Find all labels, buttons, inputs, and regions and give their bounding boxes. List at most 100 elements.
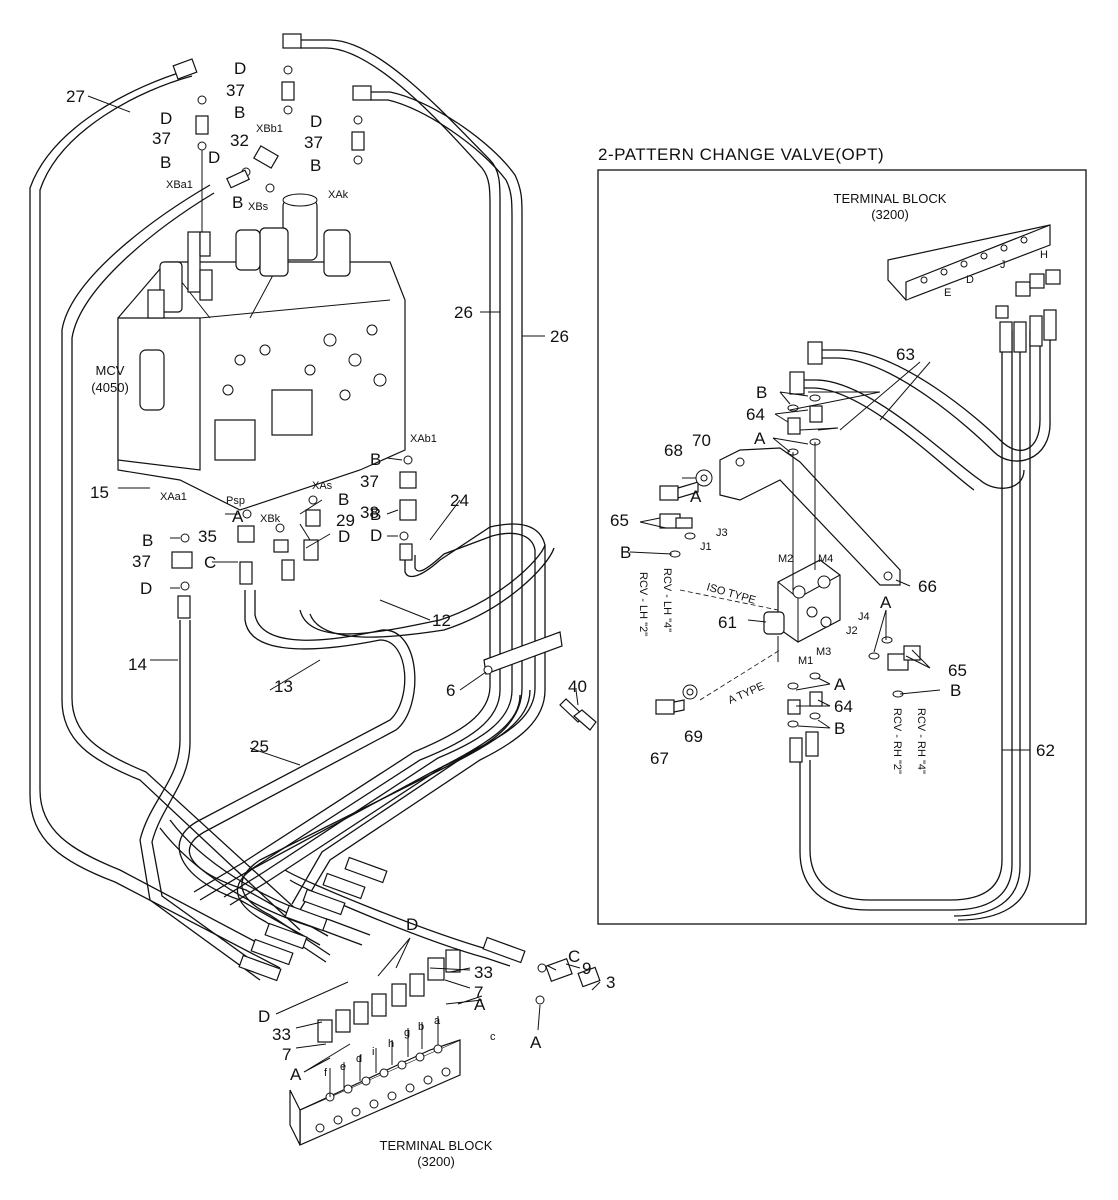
hose-group [29,39,555,981]
letter-d3: D [310,112,322,131]
opt-terminal-block [887,224,1061,319]
letter-d7: D [370,526,382,545]
terminal-block-opt-name: TERMINAL BLOCK [834,191,947,206]
letter-b2: B [160,153,171,172]
callout-29: 29 [336,511,355,530]
rcv-rh-2-label: RCV - RH "2" [891,708,903,774]
rcv-rh-4-label: RCV - RH "4" [915,708,927,774]
port-xas: XAs [312,480,333,492]
mcv-code: (4050) [91,380,129,395]
terminal-block-main-code: (3200) [417,1154,455,1169]
letter-b11: B [950,681,961,700]
callout-68: 68 [664,441,683,460]
callout-7a: 7 [474,983,483,1002]
letter-callouts: D B D B D B B D B A C B D B D D B D C A … [140,59,961,1084]
mid-fittings [171,455,417,619]
letter-d9: D [258,1007,270,1026]
letter-b1: B [234,103,245,122]
callout-13: 13 [274,677,293,696]
callout-26a: 26 [454,303,473,322]
letter-a4: A [530,1033,542,1052]
letter-c2: C [568,947,580,966]
callout-6: 6 [446,681,455,700]
hose-26b [229,91,523,906]
callout-3: 3 [606,973,615,992]
tport-a: a [434,1015,441,1027]
tb-port-d: D [966,274,974,286]
rcv-lh-4-label: RCV - LH "4" [661,568,673,632]
callout-12: 12 [432,611,451,630]
letter-d6: D [140,579,152,598]
hose-24 [299,523,546,911]
callout-33b: 33 [272,1025,291,1044]
letter-b4: B [232,193,243,212]
callout-26b: 26 [550,327,569,346]
terminal-ports [315,1044,451,1133]
hose-12 [299,544,546,635]
tport-e: e [340,1061,346,1073]
callout-66: 66 [918,577,937,596]
callout-62: 62 [1036,741,1055,760]
callout-65b: 65 [948,661,967,680]
letter-a8: A [834,675,846,694]
opt-hoses [789,309,1057,921]
callout-64a: 64 [746,405,765,424]
tb-port-h: H [1040,249,1048,261]
port-m2: M2 [778,553,793,565]
callout-7b: 7 [282,1045,291,1064]
port-j1: J1 [700,541,712,553]
hose-14 [139,620,261,981]
tport-d: d [356,1053,362,1065]
callout-65a: 65 [610,511,629,530]
callout-14: 14 [128,655,147,674]
callout-70: 70 [692,431,711,450]
port-m3: M3 [816,646,831,658]
leader-lines [87,95,1030,1073]
callout-61: 61 [718,613,737,632]
port-xba1: XBa1 [166,179,193,191]
callout-35: 35 [198,527,217,546]
callout-37d: 37 [360,472,379,491]
mcv-name: MCV [96,363,125,378]
port-j3: J3 [716,527,728,539]
callout-67: 67 [650,749,669,768]
bolt-67 [655,684,698,715]
hose-26 [199,39,501,901]
bracket-66 [719,447,901,586]
port-xaa1: XAa1 [160,491,187,503]
letter-a2: A [474,995,486,1014]
iso-type-label: ISO TYPE [705,581,757,606]
letter-b8: B [370,505,381,524]
bolt-40 [559,698,597,731]
a-type-label: A TYPE [726,680,766,707]
tport-f: f [324,1067,328,1079]
callouts: 27 15 14 13 12 24 25 26 26 6 40 32 37 37… [66,81,1055,1064]
letter-b6: B [338,490,349,509]
letter-d4: D [208,148,220,167]
port-m1: M1 [798,655,813,667]
port-j2: J2 [846,625,858,637]
terminal-block-main [238,856,601,1146]
hose-62 [809,330,1003,901]
top-fittings [172,33,372,257]
clamp-6 [483,631,563,675]
bolt-68 [659,469,713,501]
hose-15 [61,184,301,931]
terminal-block-main-name: TERMINAL BLOCK [380,1138,493,1153]
letter-b9: B [756,383,767,402]
callout-33a: 33 [474,963,493,982]
terminal-block-opt-code: (3200) [871,207,909,222]
tport-h: h [388,1038,394,1050]
letter-d8: D [406,915,418,934]
port-j4: J4 [858,611,870,623]
callout-32: 32 [230,131,249,150]
callout-37b: 37 [152,129,171,148]
callout-40: 40 [568,677,587,696]
callout-37c: 37 [304,133,323,152]
tport-b: b [418,1021,424,1033]
callout-63: 63 [896,345,915,364]
tb-port-e: E [944,287,951,299]
port-xbs: XBs [248,201,269,213]
callout-24: 24 [450,491,469,510]
